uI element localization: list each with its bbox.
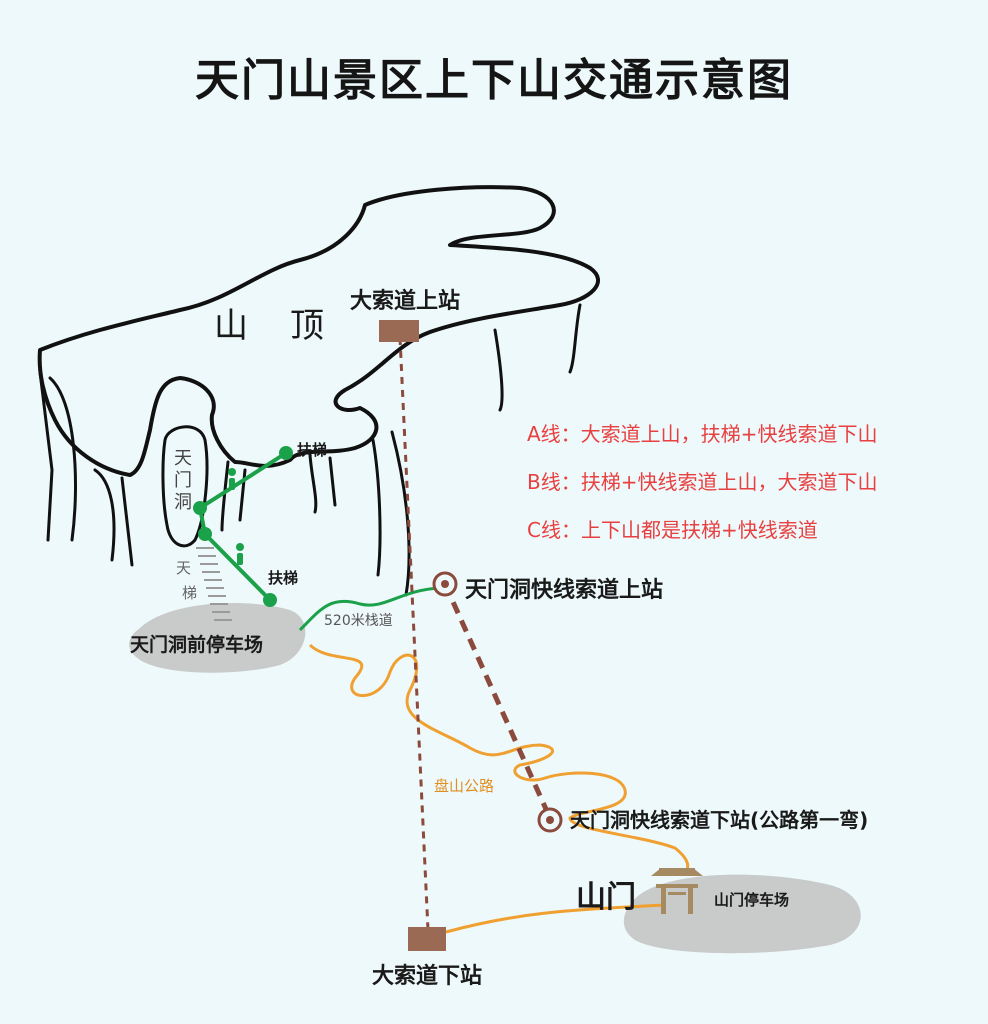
sky-ladder-label-2: 梯 bbox=[182, 584, 198, 602]
mountain-road-label: 盘山公路 bbox=[434, 777, 495, 795]
mountain-summit-outline bbox=[37, 185, 600, 477]
big-cable-bottom-station bbox=[408, 927, 446, 951]
express-cableway-line bbox=[442, 582, 553, 820]
plank-road-label: 520米栈道 bbox=[324, 613, 393, 629]
big-cableway-line bbox=[398, 337, 430, 931]
big-cable-top-label: 大索道上站 bbox=[350, 289, 461, 314]
summit-label-right: 顶 bbox=[290, 306, 324, 346]
big-cable-bottom-label: 大索道下站 bbox=[372, 964, 483, 989]
big-cable-top-station bbox=[379, 320, 419, 342]
express-top-station-icon bbox=[432, 571, 458, 597]
tianmen-cave-label-3: 洞 bbox=[174, 492, 192, 513]
summit-label-left: 山 bbox=[214, 306, 248, 346]
sky-ladder-label-1: 天 bbox=[176, 559, 192, 577]
express-bottom-station-icon bbox=[537, 807, 563, 833]
escalator-rider-icons bbox=[228, 468, 244, 565]
cave-parking-area bbox=[129, 603, 306, 673]
cave-parking-label: 天门洞前停车场 bbox=[130, 634, 264, 656]
tianmen-cave-label-2: 门 bbox=[174, 470, 192, 491]
tianmen-cave-outline bbox=[161, 425, 209, 548]
plank-road-path bbox=[298, 586, 441, 632]
sky-ladder-stairs bbox=[196, 547, 232, 621]
legend-line-a: A线：大索道上山，扶梯+快线索道下山 bbox=[527, 422, 878, 446]
escalator-upper-label: 扶梯 bbox=[297, 441, 328, 459]
gate-label: 山门 bbox=[576, 880, 636, 915]
escalator-lower-label: 扶梯 bbox=[268, 569, 299, 587]
escalator-nodes bbox=[193, 446, 293, 607]
tianmen-cave-label-1: 天 bbox=[174, 448, 192, 469]
gate-road-path bbox=[445, 903, 666, 934]
mountain-gate-icon bbox=[651, 868, 703, 914]
gate-parking-label: 山门停车场 bbox=[714, 891, 790, 909]
mountain-road-path bbox=[308, 643, 690, 876]
legend-line-c: C线：上下山都是扶梯+快线索道 bbox=[527, 518, 818, 542]
express-bottom-label: 天门洞快线索道下站(公路第一弯) bbox=[570, 808, 869, 832]
express-top-label: 天门洞快线索道上站 bbox=[465, 578, 664, 603]
legend-line-b: B线：扶梯+快线索道上山，大索道下山 bbox=[527, 470, 878, 494]
page-title: 天门山景区上下山交通示意图 bbox=[195, 55, 793, 106]
escalator-route bbox=[197, 451, 288, 602]
